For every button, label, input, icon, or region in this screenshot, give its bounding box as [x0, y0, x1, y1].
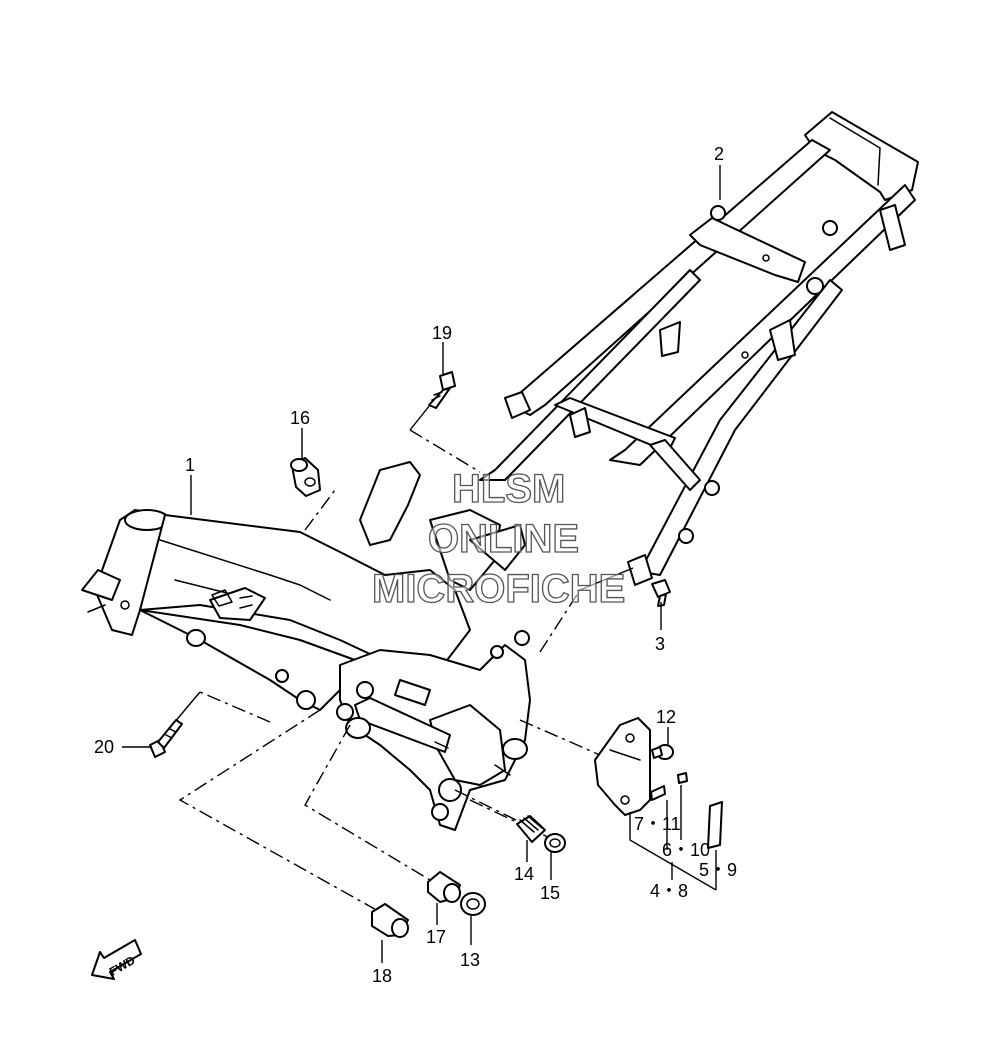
screw-part-12	[651, 744, 674, 760]
bracket-plate-part-4	[594, 717, 651, 816]
callout-20: 20	[94, 737, 114, 757]
nut-part-15	[544, 833, 566, 853]
callout-labels: 2 1 16 19 3 20 12 7・11 6・10 5・9 4・8 14 1…	[94, 144, 737, 986]
callout-18: 18	[372, 966, 392, 986]
callout-3: 3	[655, 634, 665, 654]
callout-12: 12	[656, 707, 676, 727]
collar-part-18	[371, 903, 409, 938]
callout-13: 13	[460, 950, 480, 970]
callout-4-8: 4・8	[650, 881, 688, 901]
seat-rail-part-2	[479, 111, 919, 586]
watermark: HLSM ONLINE MICROFICHE	[371, 466, 626, 611]
bolt-part-3	[651, 579, 671, 607]
watermark-line-1: HLSM	[452, 467, 565, 511]
fwd-arrow-icon: FWD	[91, 939, 142, 980]
callout-leaders	[122, 165, 721, 963]
spacer-part-17	[427, 871, 461, 903]
callout-2: 2	[714, 144, 724, 164]
callout-16: 16	[290, 408, 310, 428]
callout-14: 14	[514, 864, 534, 884]
callout-5-9: 5・9	[699, 860, 737, 880]
spring-part-14	[516, 815, 546, 843]
callout-1: 1	[185, 455, 195, 475]
callout-7-11: 7・11	[634, 814, 681, 834]
callout-15: 15	[540, 883, 560, 903]
nut-part-13	[460, 892, 486, 916]
bolt-part-20	[149, 719, 183, 758]
main-frame-part-1	[81, 461, 531, 831]
collar-part-16	[290, 457, 321, 497]
label-stickers	[650, 772, 723, 849]
bolt-part-19	[428, 371, 456, 409]
watermark-line-2: ONLINE	[428, 517, 579, 561]
watermark-line-3: MICROFICHE	[372, 567, 625, 611]
callout-6-10: 6・10	[662, 840, 710, 860]
callout-17: 17	[426, 927, 446, 947]
callout-19: 19	[432, 323, 452, 343]
